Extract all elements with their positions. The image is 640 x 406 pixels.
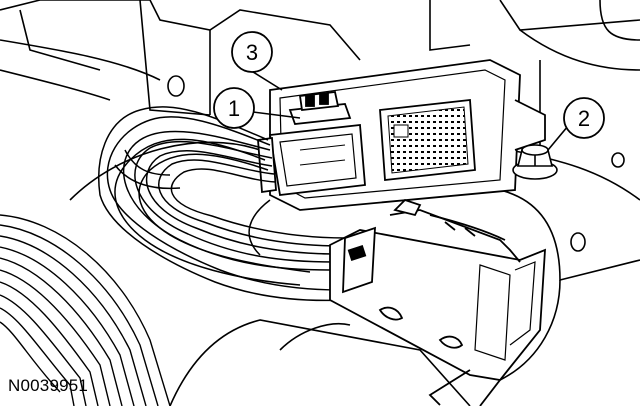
callout-3: 3 [231, 31, 273, 73]
wheel-well-panel [69, 141, 471, 406]
mounting-holes [167, 75, 625, 252]
module-socket [379, 99, 476, 181]
callout-1: 1 [213, 87, 255, 129]
tire-arc [0, 214, 171, 406]
wiring-harness [98, 106, 347, 302]
callout-3-label: 3 [246, 40, 258, 65]
control-module [257, 59, 546, 211]
callout-1-label: 1 [228, 96, 240, 121]
figure-id: N0039951 [8, 376, 89, 395]
callout-2-label: 2 [578, 106, 590, 131]
callout-leaders [252, 71, 569, 151]
module-connector-item-1 [257, 91, 366, 196]
callout-2: 2 [563, 97, 605, 139]
harness-connector [329, 198, 546, 406]
mounting-bolt-item-2 [512, 144, 558, 180]
